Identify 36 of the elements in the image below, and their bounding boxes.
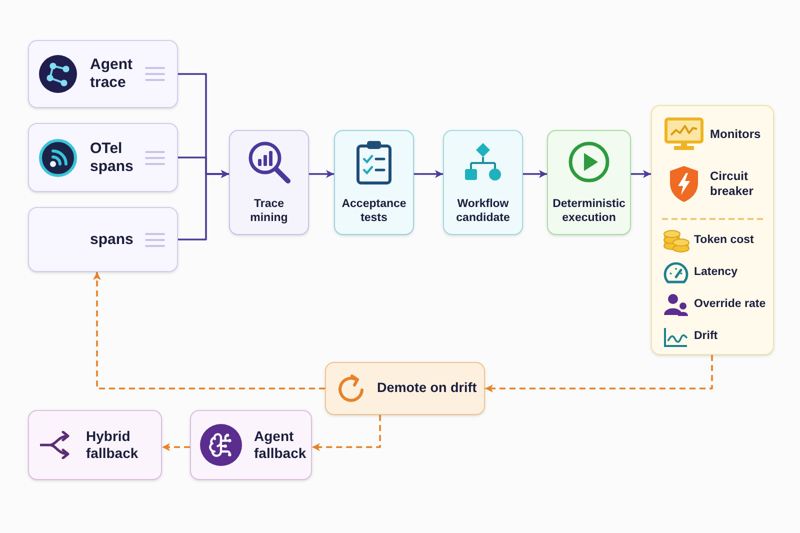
node-label: Trace mining	[249, 197, 289, 226]
node-label: Hybrid fallback	[86, 428, 140, 462]
step-box	[334, 130, 414, 235]
node-label: Latency	[694, 266, 738, 280]
source-card	[28, 40, 178, 108]
source-card	[28, 123, 178, 192]
monitor-panel	[651, 105, 774, 355]
action-box	[28, 410, 162, 480]
arrow	[630, 170, 651, 178]
action-box	[325, 362, 485, 415]
arrow	[414, 170, 443, 178]
dashed-arrow	[485, 355, 713, 392]
node-label: Agent trace	[90, 56, 134, 92]
node-label: Token cost	[694, 234, 755, 248]
node-label: OTel spans	[90, 140, 134, 176]
node-label: Monitors	[710, 126, 762, 142]
node-label: Demote on drift	[377, 380, 477, 397]
node-label: Agent fallback	[254, 428, 308, 462]
dashed-arrow	[93, 272, 325, 390]
step-box	[229, 130, 309, 235]
node-label: Override rate	[694, 298, 767, 312]
node-label: Workflow candidate	[455, 197, 511, 226]
step-box	[547, 130, 631, 235]
arrow	[523, 170, 547, 178]
node-label: Drift	[694, 330, 719, 344]
dashed-arrow	[162, 443, 190, 452]
node-label: Acceptance tests	[340, 197, 408, 226]
arrow	[309, 170, 334, 178]
dashed-arrow	[312, 415, 381, 452]
node-label: spans	[90, 230, 134, 248]
node-label: Circuit breaker	[710, 169, 754, 199]
node-label: Deterministic execution	[552, 197, 626, 226]
step-box	[443, 130, 523, 235]
source-card	[28, 207, 178, 272]
arrow	[178, 170, 229, 240]
action-box	[190, 410, 312, 480]
